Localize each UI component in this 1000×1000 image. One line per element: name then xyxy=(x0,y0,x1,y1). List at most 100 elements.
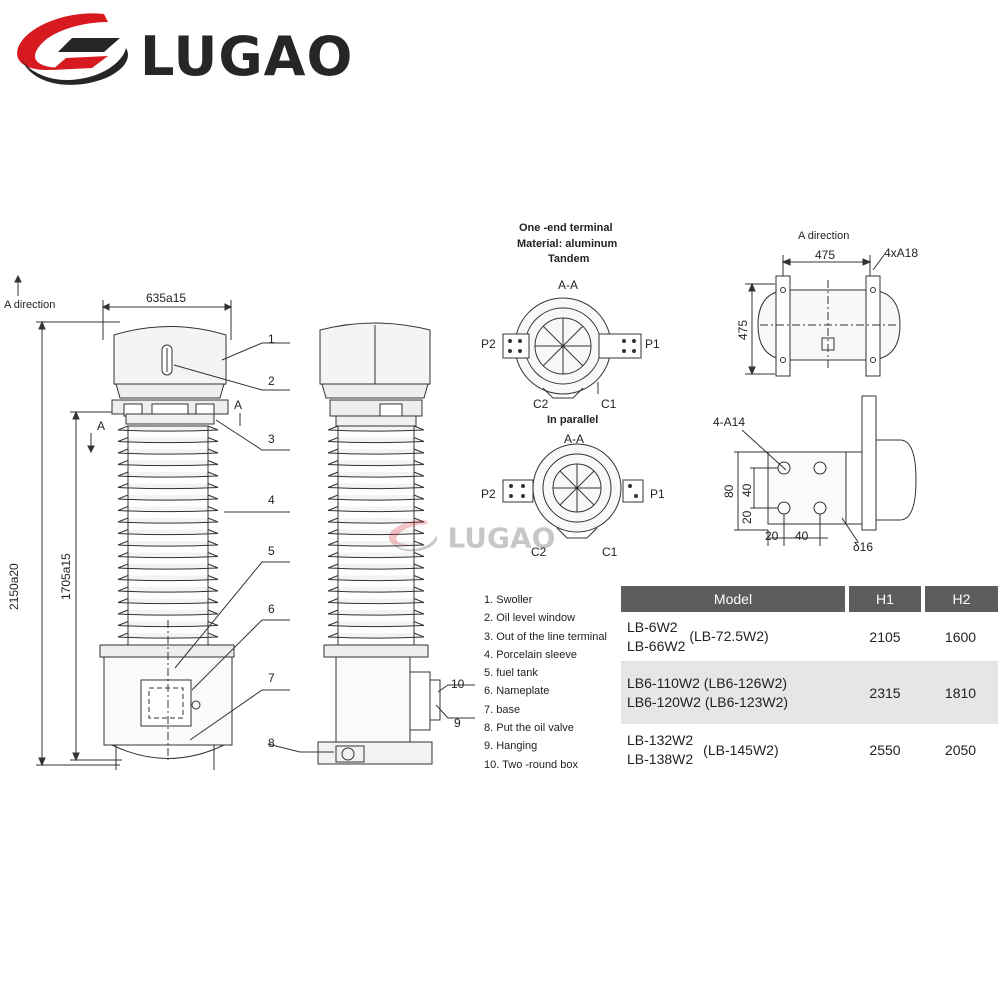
terminal-title-3: Tandem xyxy=(548,253,590,265)
callout-8: 8 xyxy=(268,736,275,750)
watermark-text: LUGAO xyxy=(447,521,556,555)
porcelain-shed xyxy=(327,575,425,582)
porcelain-shed xyxy=(327,471,425,478)
porcelain-shed xyxy=(117,586,219,593)
porcelain-shed xyxy=(117,483,219,490)
brand-name: LUGAO xyxy=(140,25,354,88)
plate-thickness: δ16 xyxy=(853,540,874,554)
porcelain-shed xyxy=(117,529,219,536)
porcelain-shed xyxy=(117,517,219,524)
porcelain-shed xyxy=(327,460,425,467)
plate-holes-label: 4-A14 xyxy=(713,415,746,429)
p1-bottom: P1 xyxy=(650,487,665,501)
section-aa-bottom: A-A xyxy=(564,432,585,446)
base-top-view xyxy=(745,254,901,377)
model-name: LB-132W2 xyxy=(627,732,694,748)
total-height-dimension: 2150a20 xyxy=(7,563,21,610)
width-dimension: 635a15 xyxy=(146,291,187,305)
model-name: LB-138W2 xyxy=(627,751,694,767)
terminal-title-2: Material: aluminum xyxy=(517,238,618,250)
model-name: LB-66W2 xyxy=(627,637,686,654)
front-view xyxy=(14,274,290,770)
plate-dim-20-horizontal: 20 xyxy=(765,529,779,543)
parts-legend: 1. Swoller 2. Oil level window 3. Out of… xyxy=(484,591,607,774)
porcelain-shed xyxy=(117,563,219,570)
legend-item: 10. Two -round box xyxy=(484,758,578,771)
porcelain-shed xyxy=(117,425,219,432)
porcelain-shed xyxy=(327,563,425,570)
legend-item: 9. Hanging xyxy=(484,740,538,753)
terminal-title-1: One -end terminal xyxy=(519,222,613,234)
plate-dim-20-vertical: 20 xyxy=(740,510,754,524)
porcelain-shed xyxy=(327,552,425,559)
callout-2: 2 xyxy=(268,374,275,388)
side-view xyxy=(267,322,475,765)
watermark-swoosh-icon xyxy=(388,520,437,552)
table-header-row: Model H1 H2 xyxy=(621,586,998,612)
watermark: LUGAO xyxy=(383,518,556,558)
legend-item: 7. base xyxy=(484,703,521,716)
c2-top: C2 xyxy=(533,397,549,411)
porcelain-shed xyxy=(327,609,425,616)
legend-item: 2. Oil level window xyxy=(484,612,576,625)
porcelain-shed xyxy=(327,483,425,490)
h2-cell: 2050 xyxy=(923,724,998,776)
section-mark-left: A xyxy=(97,419,106,433)
porcelain-shed xyxy=(327,494,425,501)
callout-3: 3 xyxy=(268,432,275,446)
p2-top: P2 xyxy=(481,337,496,351)
callout-4: 4 xyxy=(268,493,275,507)
logo-swoosh-icon xyxy=(17,13,128,85)
callout-10: 10 xyxy=(451,677,465,691)
mounting-plate-view xyxy=(734,395,917,546)
plate-dim-40-horizontal: 40 xyxy=(795,529,809,543)
h2-cell: 1810 xyxy=(923,661,998,724)
model-alt: (LB-145W2) xyxy=(703,741,779,758)
porcelain-shed xyxy=(117,609,219,616)
porcelain-shed xyxy=(327,621,425,628)
parallel-label: In parallel xyxy=(547,414,599,426)
plate-dim-80: 80 xyxy=(722,484,736,498)
model-table: Model H1 H2 LB-6W2 LB-66W2 (LB-72.5W2) 2… xyxy=(621,586,998,776)
model-alt: (LB-72.5W2) xyxy=(689,628,769,644)
legend-item: 1. Swoller xyxy=(484,594,533,606)
porcelain-shed xyxy=(327,632,425,639)
header-h2: H2 xyxy=(923,586,998,612)
c1-bottom: C1 xyxy=(602,545,618,559)
p1-top: P1 xyxy=(645,337,660,351)
porcelain-shed xyxy=(327,540,425,547)
h1-cell: 2315 xyxy=(847,661,923,724)
porcelain-shed xyxy=(117,598,219,605)
h2-cell: 1600 xyxy=(923,612,998,662)
c2-bottom: C2 xyxy=(531,545,547,559)
table-row: LB6-110W2 (LB6-126W2) LB6-120W2 (LB6-123… xyxy=(621,661,998,724)
legend-item: 3. Out of the line terminal xyxy=(484,630,607,643)
h1-cell: 2550 xyxy=(847,724,923,776)
legend-item: 5. fuel tank xyxy=(484,667,538,680)
legend-item: 4. Porcelain sleeve xyxy=(484,648,577,661)
porcelain-shed xyxy=(327,598,425,605)
header-h1: H1 xyxy=(847,586,925,612)
h1-cell: 2105 xyxy=(847,612,923,662)
model-cell: LB-132W2 LB-138W2 (LB-145W2) xyxy=(621,724,847,776)
model-name: LB-6W2 xyxy=(627,618,678,635)
porcelain-shed xyxy=(117,437,219,444)
porcelain-shed xyxy=(117,460,219,467)
callout-7: 7 xyxy=(268,671,275,685)
porcelain-shed xyxy=(327,586,425,593)
terminal-view-tandem xyxy=(502,297,642,399)
front-porcelain-sheds xyxy=(117,425,219,651)
porcelain-shed xyxy=(117,552,219,559)
base-holes-label: 4xA18 xyxy=(884,246,919,260)
porcelain-shed xyxy=(117,540,219,547)
porcelain-shed xyxy=(327,448,425,455)
section-aa-top: A-A xyxy=(558,278,579,292)
terminal-view-parallel xyxy=(502,443,644,539)
legend-item: 8. Put the oil valve xyxy=(484,722,574,735)
porcelain-shed xyxy=(327,517,425,524)
section-mark-right: A xyxy=(234,398,243,412)
p2-bottom: P2 xyxy=(481,487,496,501)
model-name: LB6-120W2 (LB6-123W2) xyxy=(627,694,789,710)
porcelain-shed xyxy=(327,529,425,536)
